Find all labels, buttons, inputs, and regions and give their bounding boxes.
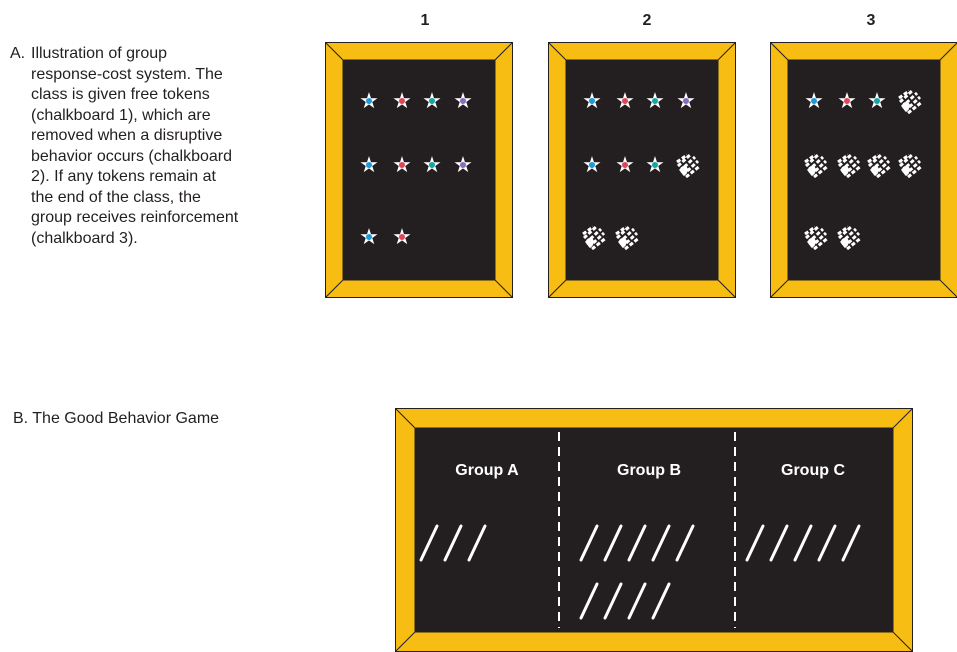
caption-b: B. The Good Behavior Game: [13, 410, 219, 428]
caption-a-line: behavior occurs (chalkboard: [31, 147, 316, 168]
erased-token-icon: [581, 224, 607, 250]
token-star-icon: ★: [451, 154, 475, 176]
caption-a-line: Illustration of group: [31, 44, 316, 65]
erased-token-icon: [614, 224, 640, 250]
token-star-icon: ★: [613, 154, 637, 176]
token-star-icon: ★: [835, 90, 859, 112]
token-color-dot: [399, 98, 405, 104]
token-star-icon: ★: [420, 90, 444, 112]
token-color-dot: [589, 98, 595, 104]
token-color-dot: [589, 162, 595, 168]
chalkboard-frame: [548, 42, 736, 298]
token-color-dot: [622, 162, 628, 168]
token-color-dot: [652, 162, 658, 168]
caption-a-line: response-cost system. The: [31, 65, 316, 86]
token-color-dot: [874, 98, 880, 104]
token-color-dot: [399, 234, 405, 240]
token-color-dot: [460, 98, 466, 104]
token-color-dot: [366, 162, 372, 168]
token-color-dot: [683, 98, 689, 104]
chalkboard-2: ★ ★ ★ ★ ★ ★ ★: [548, 42, 736, 298]
token-color-dot: [366, 234, 372, 240]
token-color-dot: [844, 98, 850, 104]
caption-a-line: removed when a disruptive: [31, 126, 316, 147]
erased-token-icon: [803, 224, 829, 250]
token-star-icon: ★: [390, 226, 414, 248]
erased-token-icon: [836, 152, 862, 178]
token-star-icon: ★: [580, 154, 604, 176]
group-a-label: Group A: [432, 462, 542, 480]
token-color-dot: [811, 98, 817, 104]
token-star-icon: ★: [865, 90, 889, 112]
caption-a-line: the end of the class, the: [31, 188, 316, 209]
good-behavior-game-board: [395, 408, 913, 652]
token-star-icon: ★: [580, 90, 604, 112]
token-star-icon: ★: [451, 90, 475, 112]
chalkboard-1: ★ ★ ★ ★ ★ ★ ★ ★ ★ ★: [325, 42, 513, 298]
token-star-icon: ★: [643, 90, 667, 112]
token-color-dot: [460, 162, 466, 168]
token-star-icon: ★: [357, 154, 381, 176]
group-c-label: Group C: [758, 462, 868, 480]
token-color-dot: [399, 162, 405, 168]
token-star-icon: ★: [802, 90, 826, 112]
token-star-icon: ★: [613, 90, 637, 112]
token-color-dot: [622, 98, 628, 104]
token-star-icon: ★: [390, 154, 414, 176]
token-star-icon: ★: [357, 226, 381, 248]
chalkboard-frame: [770, 42, 957, 298]
board-number-1: 1: [405, 12, 445, 30]
token-star-icon: ★: [357, 90, 381, 112]
erased-token-icon: [836, 224, 862, 250]
token-color-dot: [429, 162, 435, 168]
chalkboard-frame: [395, 408, 913, 652]
token-star-icon: ★: [643, 154, 667, 176]
chalkboard-frame: [325, 42, 513, 298]
token-star-icon: ★: [390, 90, 414, 112]
caption-a-line: class is given free tokens: [31, 85, 316, 106]
erased-token-icon: [897, 88, 923, 114]
group-b-label: Group B: [594, 462, 704, 480]
board-number-3: 3: [851, 12, 891, 30]
token-color-dot: [366, 98, 372, 104]
token-star-icon: ★: [420, 154, 444, 176]
chalkboard-3: ★ ★ ★: [770, 42, 957, 298]
token-star-icon: ★: [674, 90, 698, 112]
erased-token-icon: [803, 152, 829, 178]
caption-a-line: group receives reinforcement: [31, 208, 316, 229]
caption-a-line: (chalkboard 3).: [31, 229, 316, 250]
caption-a-text: Illustration of group response-cost syst…: [31, 44, 316, 249]
caption-a-label: A.: [10, 44, 25, 65]
erased-token-icon: [675, 152, 701, 178]
token-color-dot: [652, 98, 658, 104]
erased-token-icon: [866, 152, 892, 178]
token-color-dot: [429, 98, 435, 104]
board-number-2: 2: [627, 12, 667, 30]
caption-a-line: (chalkboard 1), which are: [31, 106, 316, 127]
erased-token-icon: [897, 152, 923, 178]
caption-a-line: 2). If any tokens remain at: [31, 167, 316, 188]
